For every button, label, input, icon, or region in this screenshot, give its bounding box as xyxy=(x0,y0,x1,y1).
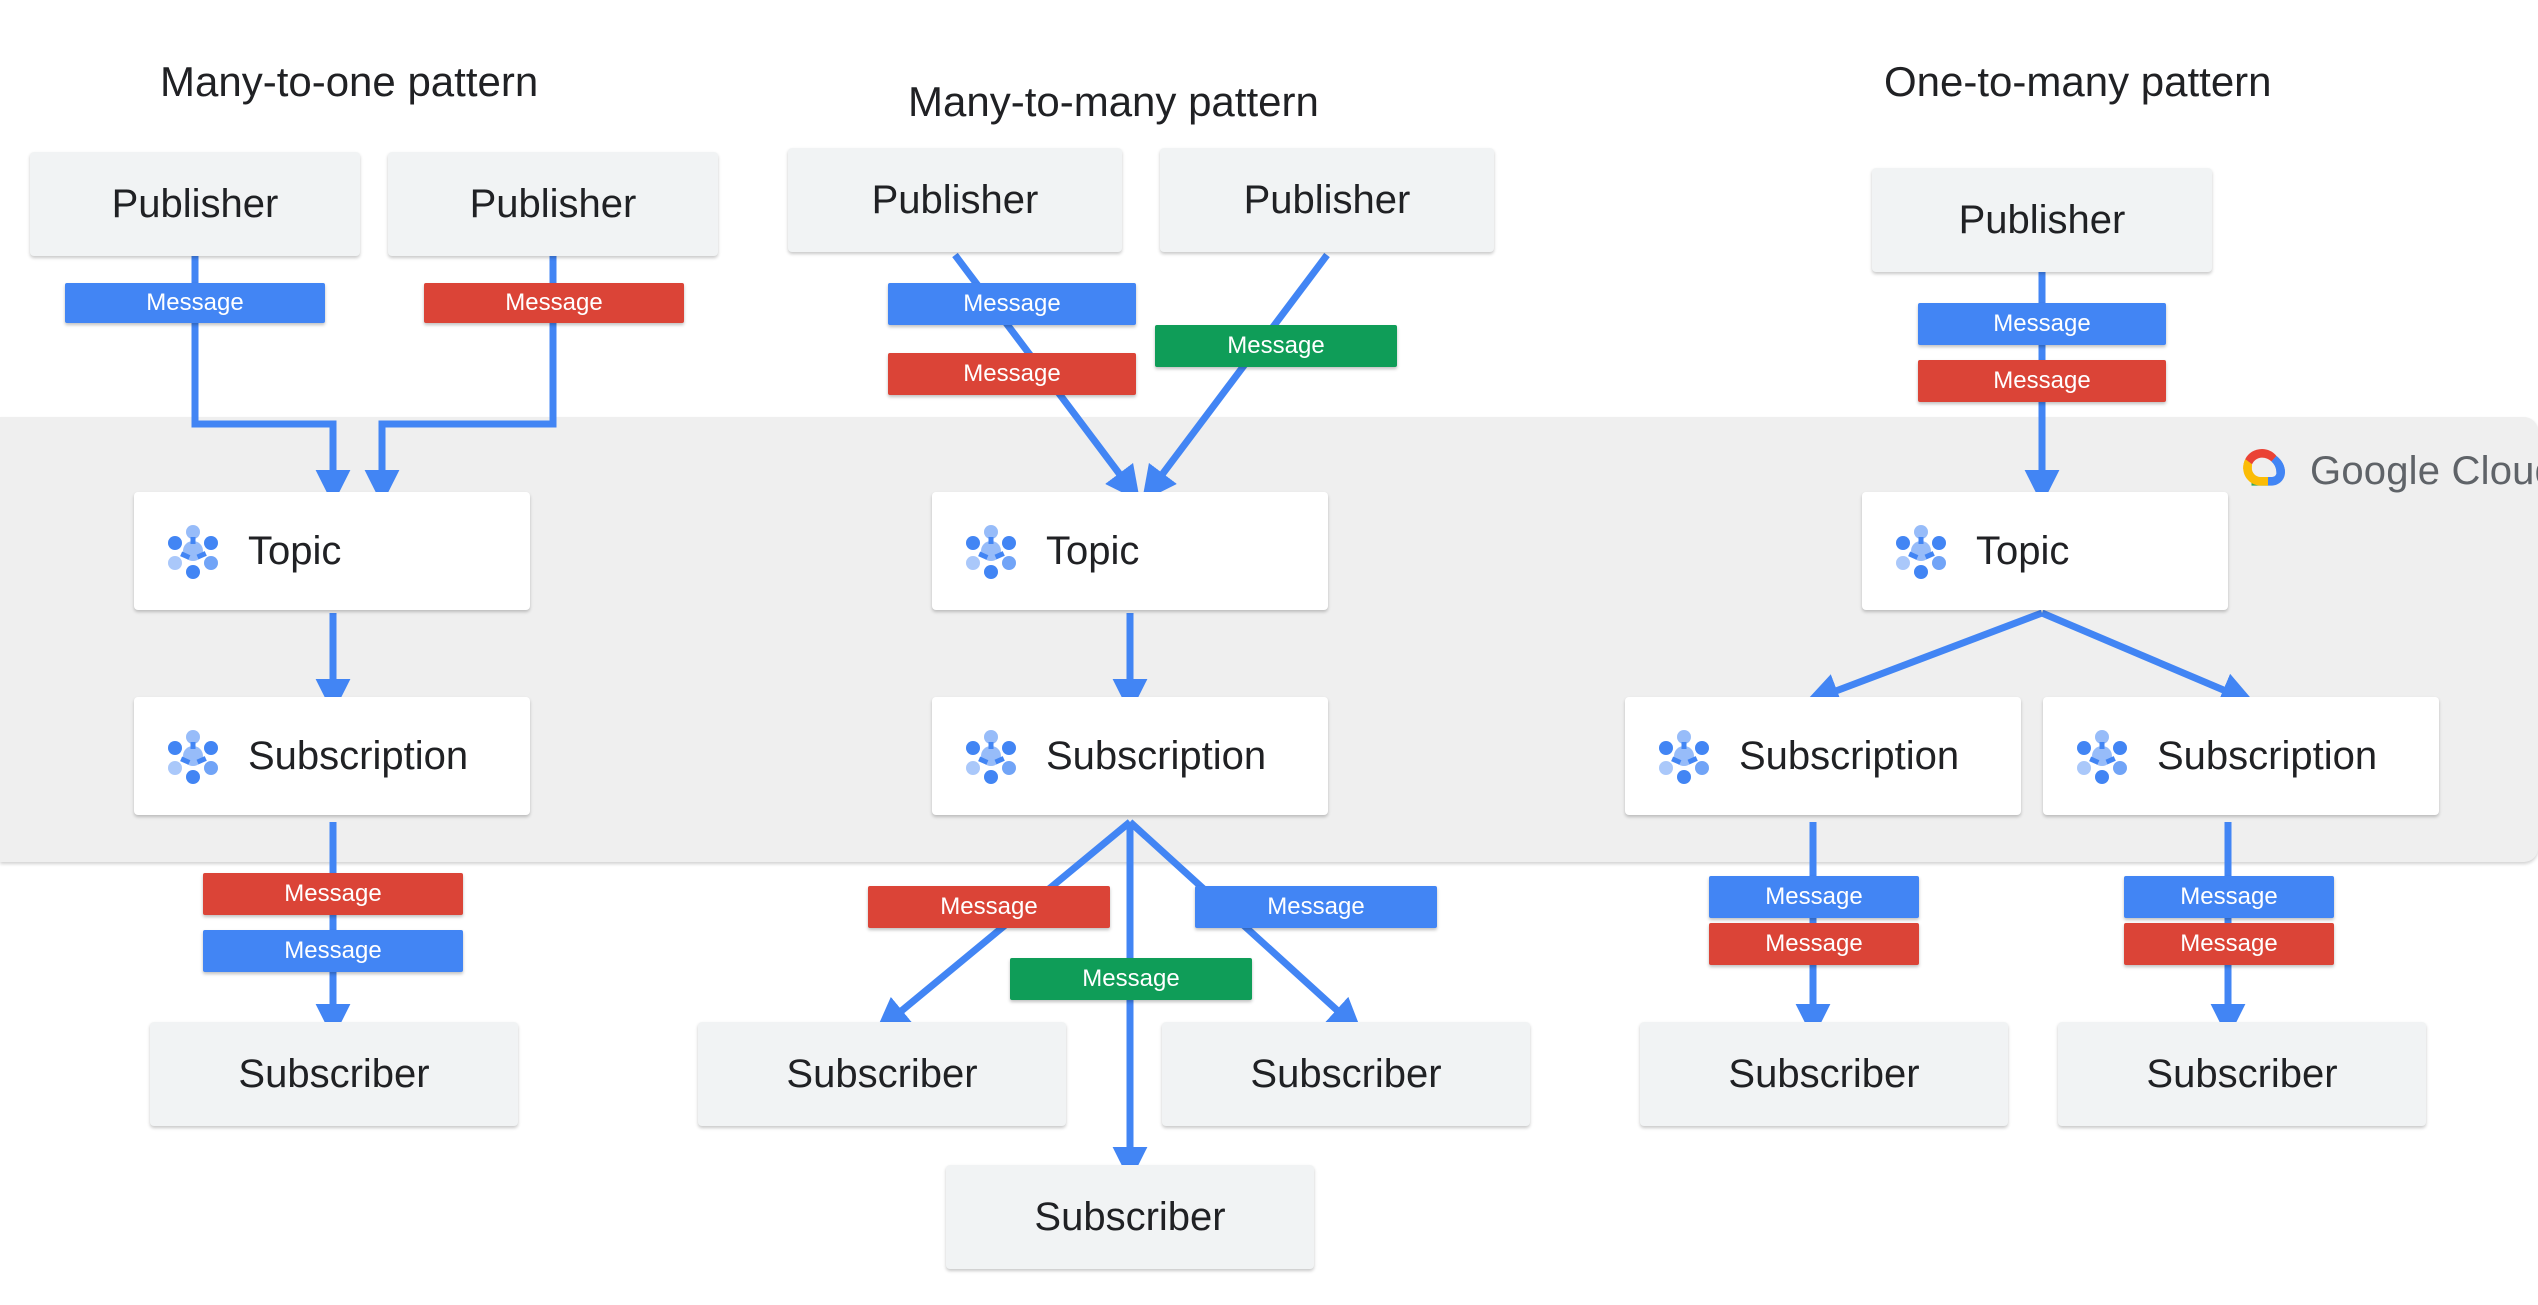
node-label: Publisher xyxy=(1243,177,1411,222)
subscription-node[interactable]: Subscription xyxy=(134,697,530,815)
topic-node[interactable]: Topic xyxy=(932,492,1328,610)
message-chip: Message xyxy=(203,873,463,915)
message-label: Message xyxy=(2180,930,2278,957)
pattern-title-one-to-many: One-to-many pattern xyxy=(1884,58,2272,105)
publisher-node[interactable]: Publisher xyxy=(1160,148,1494,252)
message-label: Message xyxy=(2180,883,2278,910)
node-label: Subscriber xyxy=(1034,1194,1226,1239)
message-label: Message xyxy=(1227,332,1325,359)
pubsub-node-icon xyxy=(1896,525,1946,579)
subscriber-node[interactable]: Subscriber xyxy=(1640,1022,2008,1126)
google-cloud-wordmark: Google Cloud xyxy=(2310,448,2538,493)
message-label: Message xyxy=(284,880,382,907)
message-chip: Message xyxy=(1010,958,1252,1000)
message-label: Message xyxy=(1765,930,1863,957)
message-chip: Message xyxy=(2124,876,2334,918)
message-chip: Message xyxy=(888,283,1136,325)
message-chip: Message xyxy=(868,886,1110,928)
subscriber-node[interactable]: Subscriber xyxy=(698,1022,1066,1126)
publisher-node[interactable]: Publisher xyxy=(388,152,718,256)
pattern-title-many-to-many: Many-to-many pattern xyxy=(908,78,1319,125)
message-label: Message xyxy=(1082,965,1180,992)
node-label: Publisher xyxy=(469,181,637,226)
publisher-node[interactable]: Publisher xyxy=(788,148,1122,252)
message-label: Message xyxy=(963,290,1061,317)
pubsub-node-icon xyxy=(2077,730,2127,784)
message-label: Message xyxy=(1267,893,1365,920)
message-chip: Message xyxy=(1918,303,2166,345)
message-label: Message xyxy=(940,893,1038,920)
message-chip: Message xyxy=(888,353,1136,395)
node-label: Subscriber xyxy=(2146,1051,2338,1096)
publisher-node[interactable]: Publisher xyxy=(1872,168,2212,272)
message-chip: Message xyxy=(203,930,463,972)
google-cloud-logo: Google Cloud xyxy=(2238,448,2538,494)
topic-node[interactable]: Topic xyxy=(134,492,530,610)
pubsub-node-icon xyxy=(168,525,218,579)
message-label: Message xyxy=(1993,367,2091,394)
google-cloud-logo-icon xyxy=(2243,449,2285,486)
node-label: Subscriber xyxy=(238,1051,430,1096)
node-label: Topic xyxy=(1976,528,2070,573)
message-chip: Message xyxy=(2124,923,2334,965)
node-label: Publisher xyxy=(871,177,1039,222)
node-label: Subscriber xyxy=(1728,1051,1920,1096)
subscriber-node[interactable]: Subscriber xyxy=(946,1165,1314,1269)
message-label: Message xyxy=(146,289,244,316)
node-label: Subscription xyxy=(1739,733,1960,778)
pubsub-node-icon xyxy=(966,525,1016,579)
pattern-title-many-to-one: Many-to-one pattern xyxy=(160,58,539,105)
node-label: Subscription xyxy=(2157,733,2378,778)
message-chip: Message xyxy=(1155,325,1397,367)
message-chip: Message xyxy=(1709,876,1919,918)
message-label: Message xyxy=(284,937,382,964)
node-label: Publisher xyxy=(1958,197,2126,242)
message-chip: Message xyxy=(65,283,325,323)
node-label: Subscription xyxy=(248,733,469,778)
subscriber-node[interactable]: Subscriber xyxy=(2058,1022,2426,1126)
message-chip: Message xyxy=(424,283,684,323)
message-chip: Message xyxy=(1709,923,1919,965)
subscription-node[interactable]: Subscription xyxy=(932,697,1328,815)
node-label: Subscription xyxy=(1046,733,1267,778)
publisher-node[interactable]: Publisher xyxy=(30,152,360,256)
message-label: Message xyxy=(1993,310,2091,337)
node-label: Subscriber xyxy=(1250,1051,1442,1096)
message-chip: Message xyxy=(1918,360,2166,402)
pubsub-node-icon xyxy=(966,730,1016,784)
message-label: Message xyxy=(963,360,1061,387)
subscriber-node[interactable]: Subscriber xyxy=(150,1022,518,1126)
pubsub-node-icon xyxy=(1659,730,1709,784)
message-chip: Message xyxy=(1195,886,1437,928)
node-label: Subscriber xyxy=(786,1051,978,1096)
node-label: Topic xyxy=(248,528,342,573)
node-label: Topic xyxy=(1046,528,1140,573)
message-label: Message xyxy=(505,289,603,316)
subscriber-node[interactable]: Subscriber xyxy=(1162,1022,1530,1126)
node-label: Publisher xyxy=(111,181,279,226)
topic-node[interactable]: Topic xyxy=(1862,492,2228,610)
pubsub-node-icon xyxy=(168,730,218,784)
subscription-node[interactable]: Subscription xyxy=(1625,697,2021,815)
message-label: Message xyxy=(1765,883,1863,910)
subscription-node[interactable]: Subscription xyxy=(2043,697,2439,815)
